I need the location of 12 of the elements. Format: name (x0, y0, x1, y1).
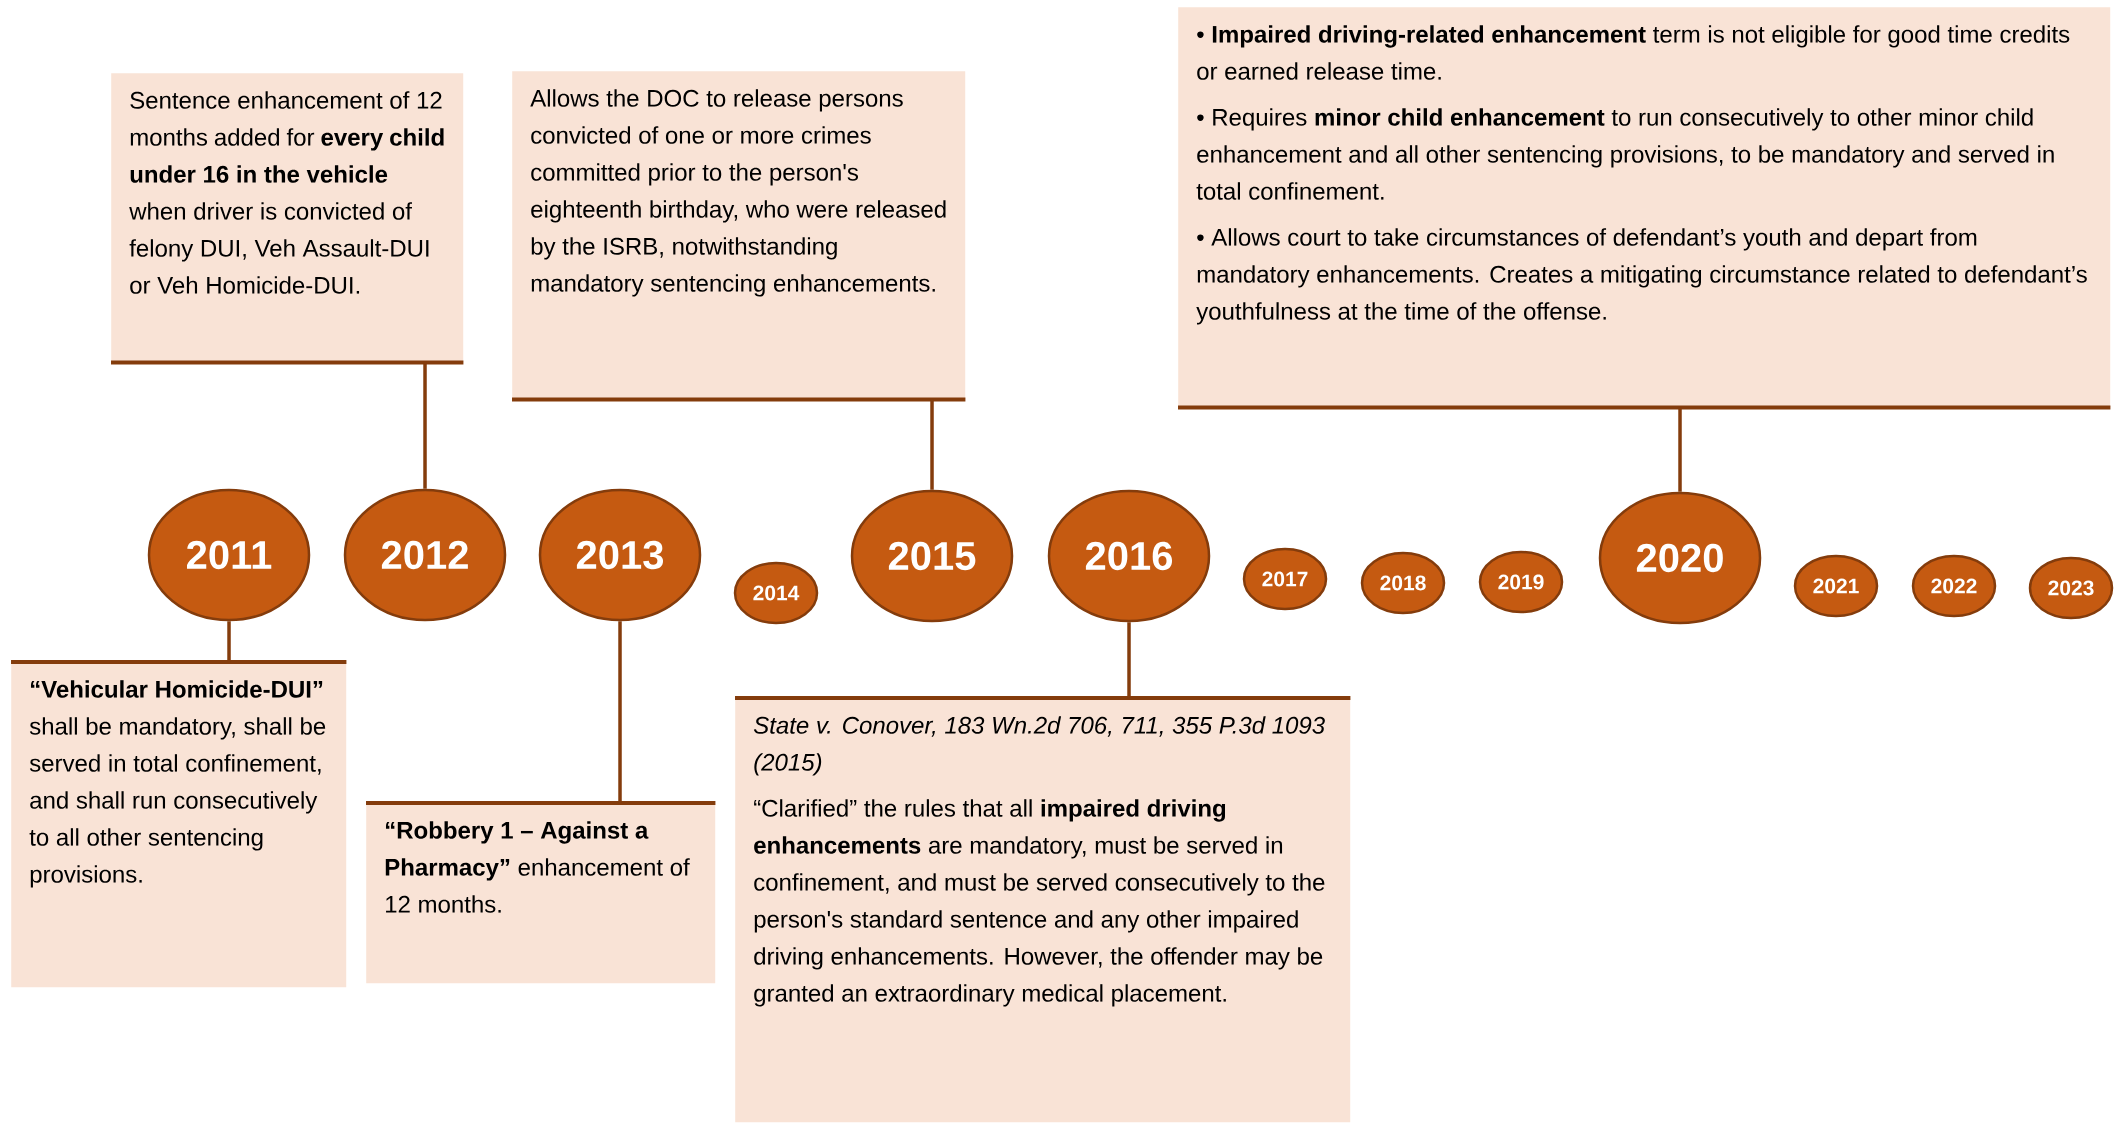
text-box: “Vehicular Homicide-DUI” shall be mandatory, shall be served in total confinement, and shall run consecutively to all other sentencing provisions. (11, 660, 347, 988)
text-box: “Robbery 1 – Against a Pharmacy” enhancement of 12 months. (366, 801, 716, 984)
text-box: Allows the DOC to release persons convicted of one or more crimes committed prior to the person's eighteenth birthday, who were released by the ISRB, notwithstanding mandatory sentencing enhancements. (512, 71, 966, 402)
text-box: Sentence enhancement of 12 months added for every child under 16 in the vehicle when driver is convicted of felony DUI, Veh Assault-DUI or Veh Homicide-DUI. (111, 73, 464, 365)
text-box: State v. Conover, 183 Wn.2d 706, 711, 355 P.3d 1093 (2015) “Clarified” the rules that all impaired driving enhancements are mandatory, must be served in confinement, and must be served consecutively to the person's standard sentence and any other impaired driving enhancements. However, the offender may be granted an extraordinary medical placement. (735, 696, 1351, 1123)
connector-line (930, 399, 934, 490)
connector-line (618, 621, 622, 803)
connector-line (423, 362, 427, 489)
connector-line (1127, 622, 1131, 698)
text-box: • Impaired driving-related enhancement term is not eligible for good time credits or earned release time. • Requires minor child enhancement to run consecutively to other minor child enhancement and all other sentencing provisions, to be mandatory and served in total confinement. • Allows court to take circumstances of defendant’s youth and depart from mandatory enhancements. Creates a mitigating circumstance related to defendant’s youthfulness at the time of the offense. (1178, 7, 2111, 410)
connector-line (227, 621, 231, 662)
connector-line (1678, 407, 1682, 492)
